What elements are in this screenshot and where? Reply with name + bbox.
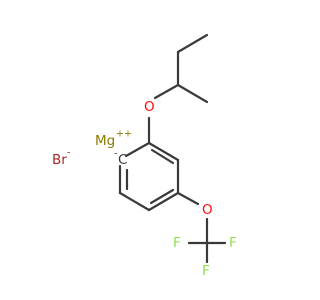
carbanion-atom: C [118, 152, 127, 168]
trifluoromethoxy-oxygen-atom: O [202, 202, 213, 218]
magnesium-atom: Mg [95, 133, 115, 149]
fluorine-atom-left: F [173, 235, 181, 251]
magnesium-charge: ++ [116, 129, 132, 140]
carbanion-charge: - [114, 149, 117, 160]
molecule-diagram: Br - Mg ++ C - O O F F F [52, 33, 237, 279]
ring-bond-c1-c2 [124, 141, 151, 158]
ring-double-bond-c4-c5 [149, 188, 175, 205]
bond-o-ch [153, 83, 180, 100]
bond-ch2-ch3 [176, 33, 209, 54]
ring-double-bond-c2-c3 [150, 148, 175, 165]
ether-oxygen-atom: O [144, 99, 155, 115]
ring-bond-c2-c3 [147, 141, 180, 162]
bromine-atom: Br [52, 152, 67, 168]
bromine-charge: - [67, 148, 70, 159]
ring-bond-c4-c5 [147, 191, 180, 212]
ring-bond-c5-c6 [118, 191, 151, 212]
bonds [118, 33, 227, 264]
fluorine-atom-right: F [229, 235, 237, 251]
bond-c4-o-ocf3 [176, 191, 200, 206]
bond-ch-ch3 [176, 83, 209, 104]
fluorine-atom-bottom: F [202, 263, 210, 279]
structure-canvas: Br - Mg ++ C - O O F F F [52, 33, 237, 279]
atom-labels: Br - Mg ++ C - O O F F F [52, 99, 237, 279]
